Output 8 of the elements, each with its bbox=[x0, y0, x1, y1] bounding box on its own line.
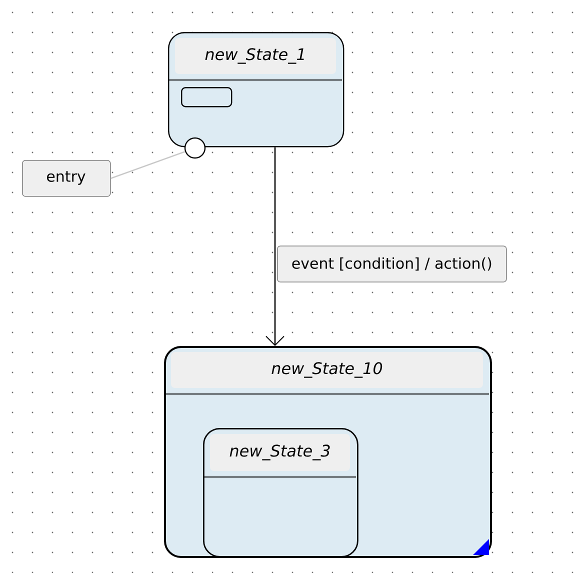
compartment-box bbox=[181, 87, 232, 108]
connector-line bbox=[110, 150, 186, 180]
state-box: new_State_1 bbox=[168, 32, 344, 148]
state-box: new_State_3 bbox=[203, 428, 358, 558]
edge-label: event [condition] / action() bbox=[277, 246, 507, 282]
entry-point-circle bbox=[184, 137, 206, 159]
arrow bbox=[266, 147, 284, 346]
label-box: entry bbox=[22, 160, 111, 197]
